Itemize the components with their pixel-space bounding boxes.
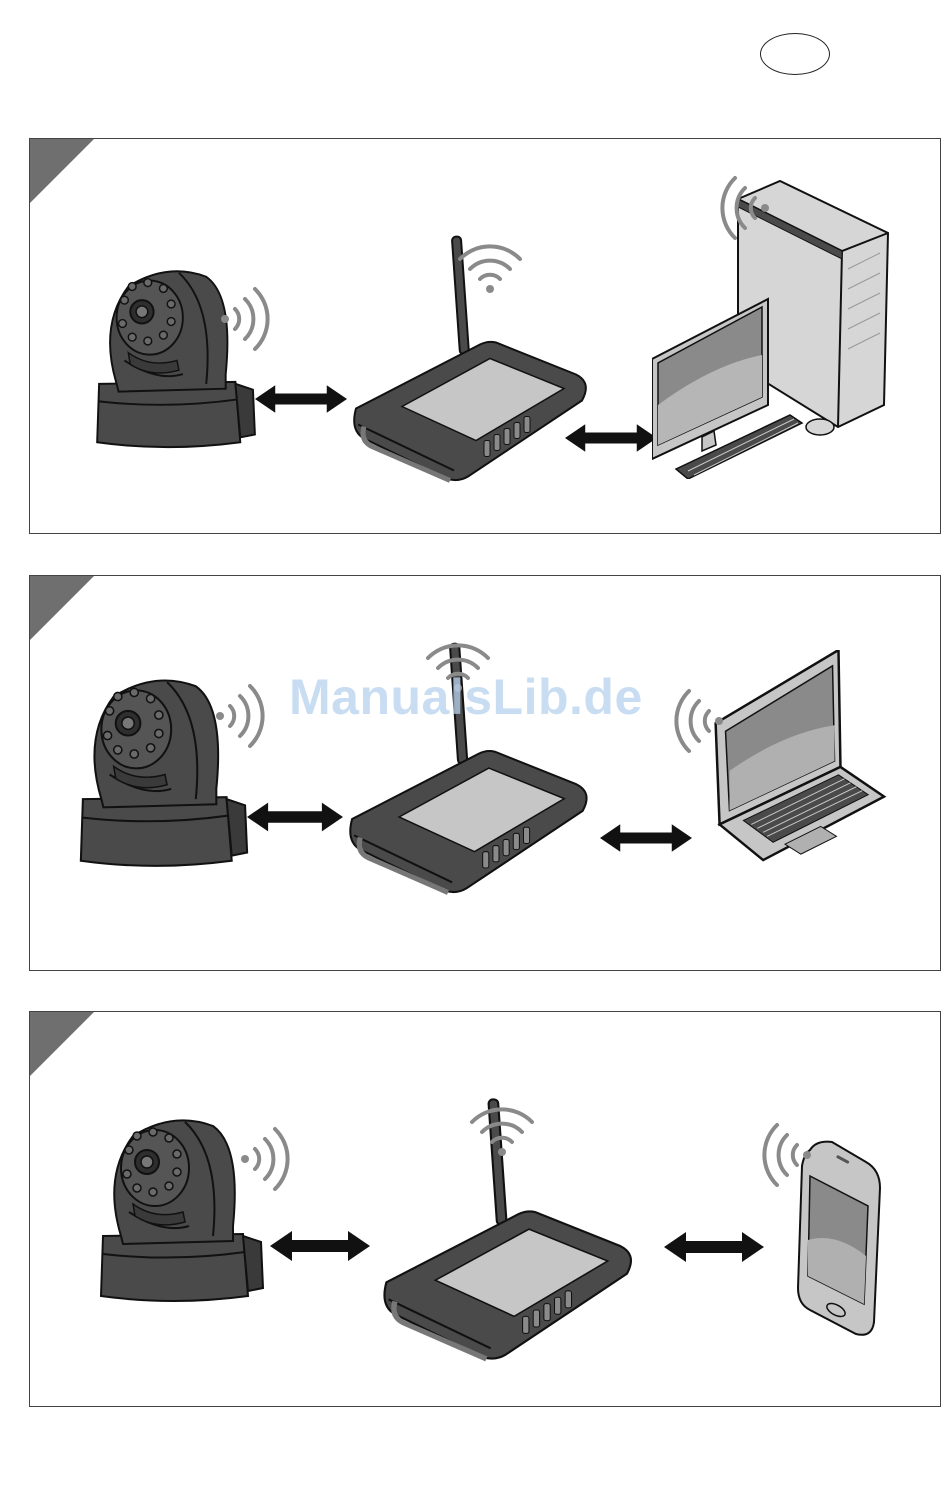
wifi-waves-icon [240,1114,300,1204]
panel-corner-marker [30,139,94,203]
bidirectional-arrow-icon [255,385,347,413]
panel-corner-marker [30,1012,94,1076]
language-badge [760,33,830,75]
panel-camera-router-laptop [29,575,941,971]
panel-camera-router-desktop [29,138,941,534]
wifi-waves-icon [710,163,770,253]
wifi-waves-icon [445,234,535,294]
bidirectional-arrow-icon [247,802,343,832]
wifi-waves-icon [752,1110,812,1200]
watermark-text: ManualsLib.de [289,668,669,726]
bidirectional-arrow-icon [565,424,657,452]
bidirectional-arrow-icon [664,1231,764,1263]
panel-camera-router-smartphone [29,1011,941,1407]
wifi-waves-icon [215,671,275,761]
wifi-waves-icon [664,676,724,766]
wifi-waves-icon [457,1097,547,1157]
wifi-waves-icon [220,274,280,364]
panel-corner-marker [30,576,94,640]
bidirectional-arrow-icon [270,1230,370,1262]
desktop-computer-icon [652,179,912,479]
